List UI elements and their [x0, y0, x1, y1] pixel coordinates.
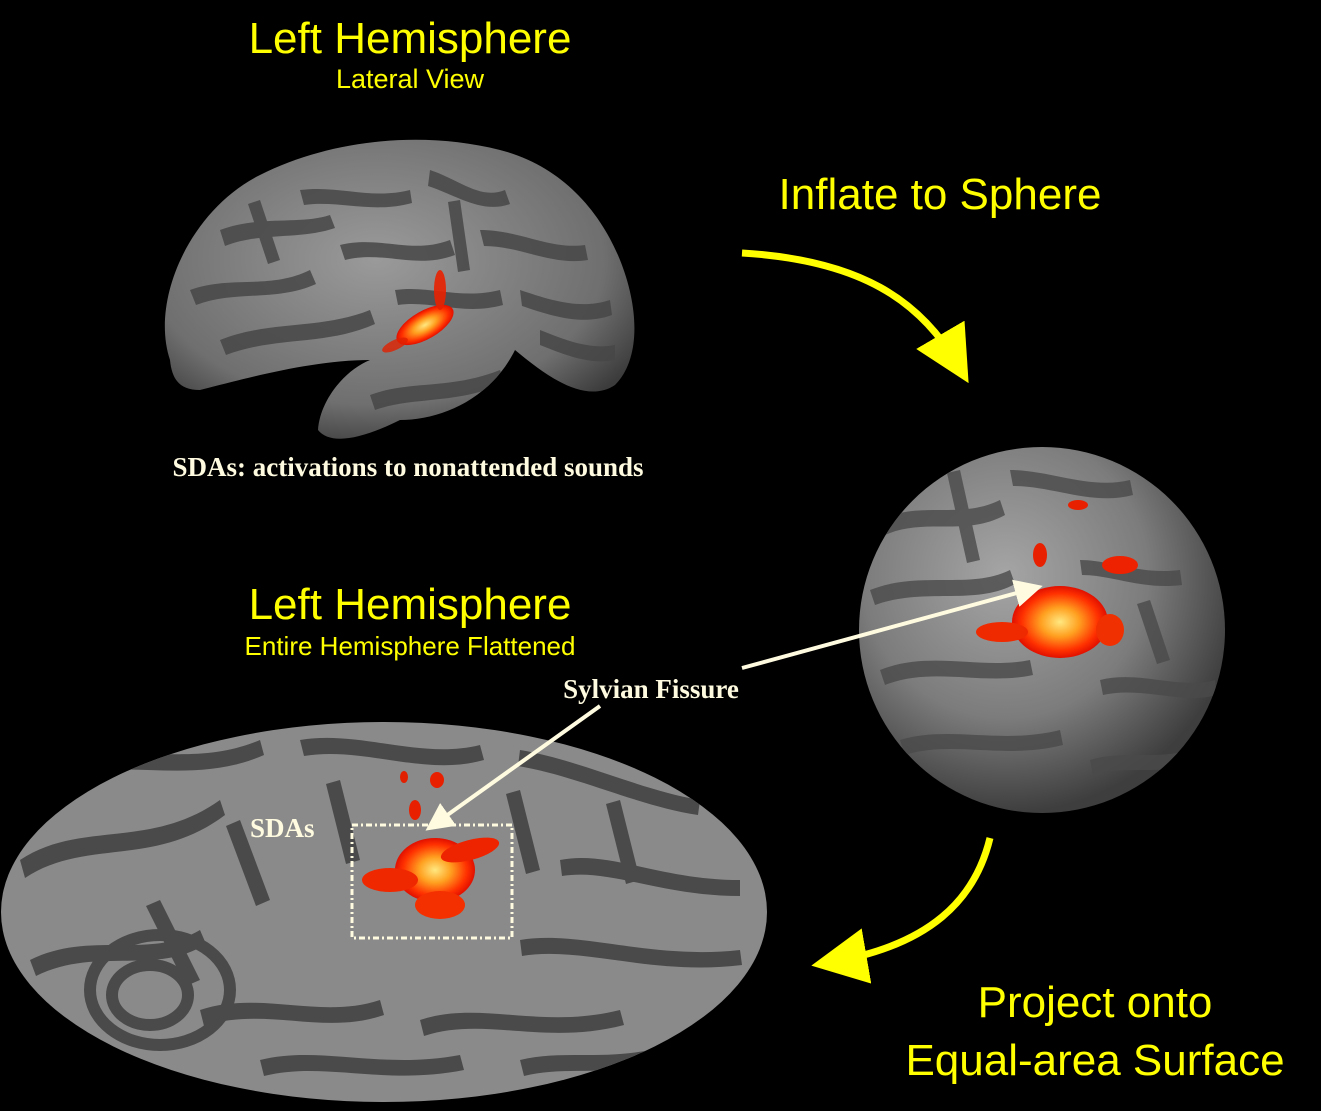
flat-subtitle: Entire Hemisphere Flattened	[245, 631, 576, 662]
project-step-label: Project onto Equal-area Surface	[905, 974, 1284, 1090]
project-step-line2: Equal-area Surface	[905, 1032, 1284, 1090]
flat-title: Left Hemisphere	[249, 580, 572, 630]
project-arrow-icon	[832, 838, 990, 962]
flattened-hemisphere	[1, 722, 767, 1102]
sdas-activation-caption: SDAs: activations to nonattended sounds	[172, 452, 643, 483]
lateral-title: Left Hemisphere	[249, 14, 572, 64]
sdas-flat-label: SDAs	[250, 813, 315, 844]
lateral-hemisphere	[165, 140, 635, 439]
inflate-arrow-icon	[742, 253, 958, 365]
project-step-line1: Project onto	[905, 974, 1284, 1032]
sylvian-fissure-label: Sylvian Fissure	[563, 674, 739, 705]
inflated-sphere	[859, 447, 1225, 813]
inflate-step-label: Inflate to Sphere	[779, 170, 1102, 220]
lateral-subtitle: Lateral View	[336, 64, 484, 95]
